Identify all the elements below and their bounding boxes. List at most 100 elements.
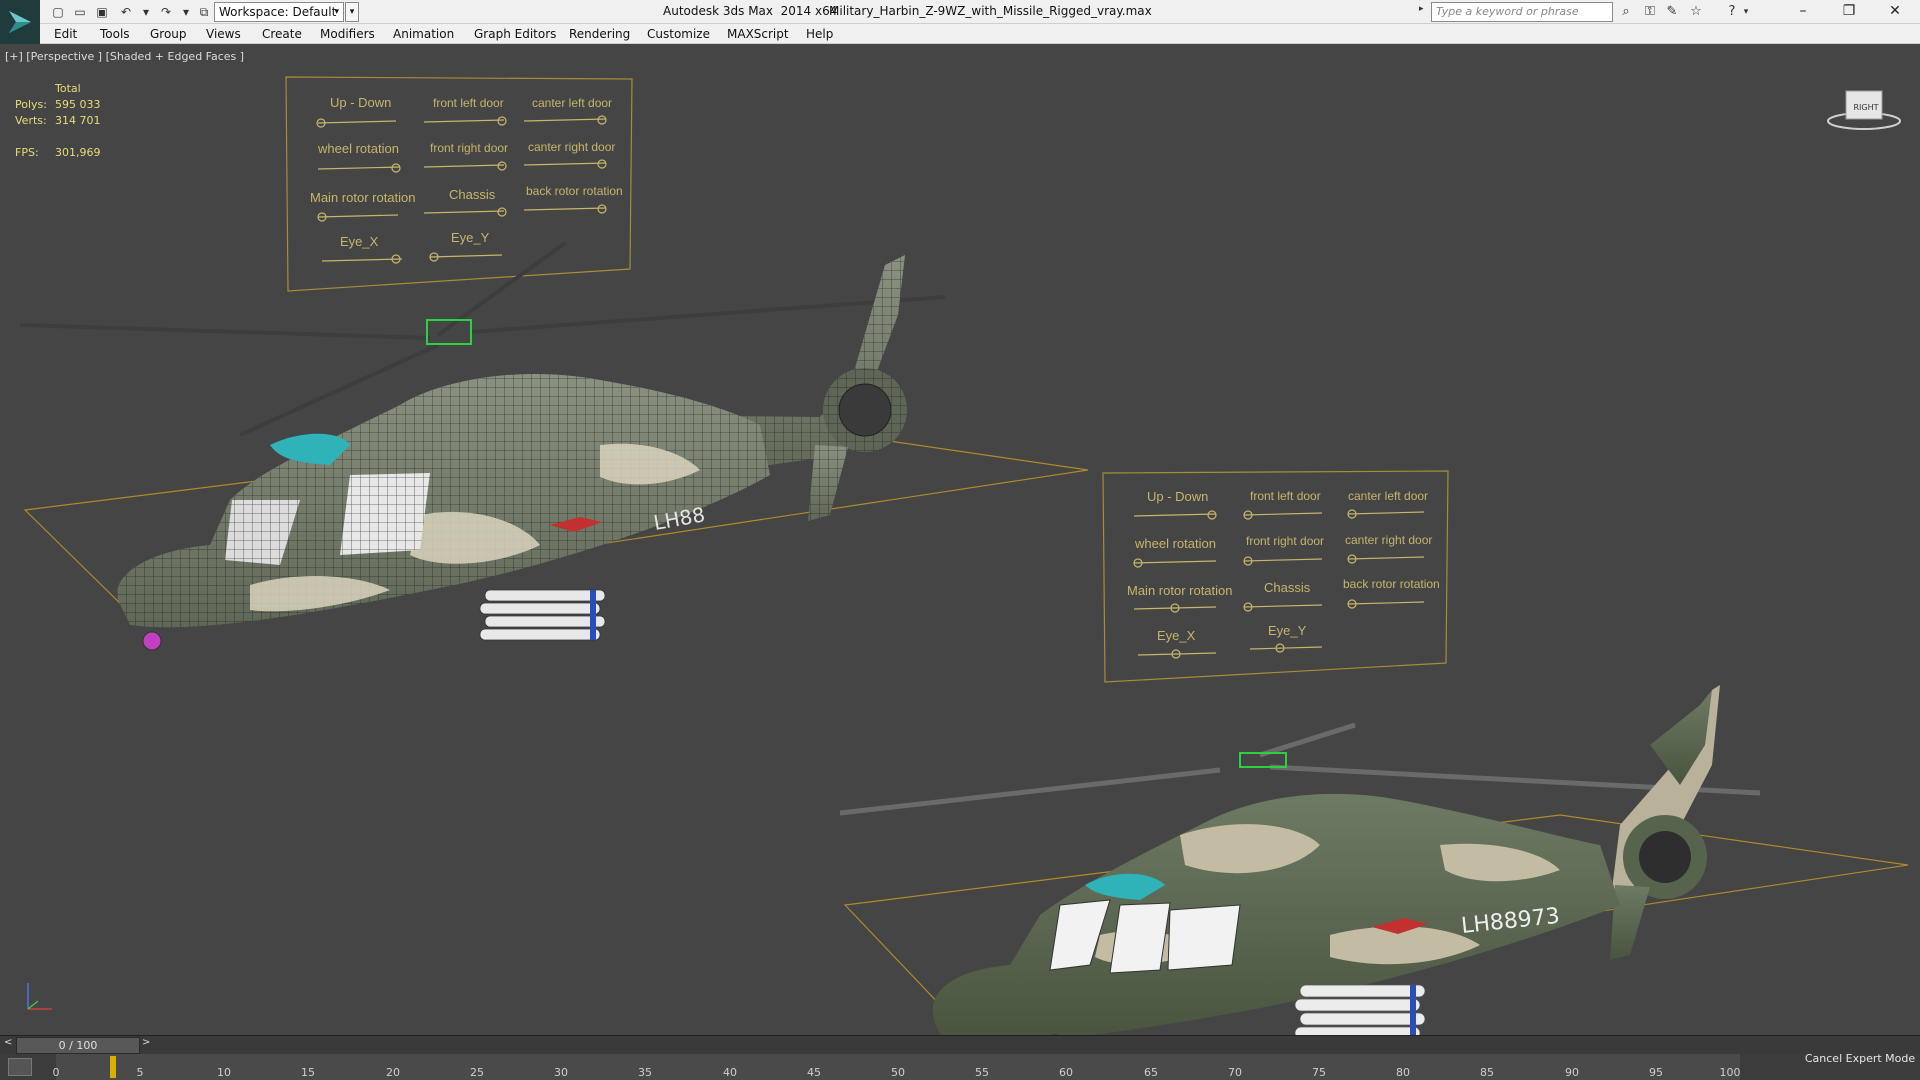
rig1-slider-eye-y[interactable]	[429, 252, 439, 262]
time-slider-thumb[interactable]: 0 / 100	[16, 1037, 140, 1054]
tick-label: 55	[975, 1066, 989, 1079]
workspace-label: Workspace: Default	[219, 5, 337, 19]
rig2-slider-chassis[interactable]	[1243, 602, 1253, 612]
menu-maxscript[interactable]: MAXScript	[727, 27, 789, 41]
rig2-slider-up-down[interactable]	[1207, 510, 1217, 520]
rig1-slider-wheel-rotation[interactable]	[391, 163, 401, 173]
undo-dropdown-icon[interactable]: ▾	[142, 5, 150, 19]
search-input[interactable]: Type a keyword or phrase	[1431, 2, 1613, 22]
rig1-slider-main-rotor-rotation[interactable]	[317, 212, 327, 222]
tick-label: 20	[386, 1066, 400, 1079]
perspective-viewport[interactable]: [+] [Perspective ] [Shaded + Edged Faces…	[0, 45, 1920, 1035]
menu-help[interactable]: Help	[806, 27, 834, 41]
menu-create[interactable]: Create	[262, 27, 302, 41]
rig1-label-canter-right-door: canter right door	[528, 140, 615, 154]
minimize-icon[interactable]: –	[1799, 3, 1807, 19]
help-icon[interactable]: ?	[1728, 4, 1736, 19]
rig1-slider-front-right-door[interactable]	[497, 161, 507, 171]
tick-label: 90	[1565, 1066, 1579, 1079]
key-icon[interactable]: ⚿	[1645, 4, 1655, 19]
menu-group[interactable]: Group	[150, 27, 187, 41]
tick-label: 65	[1144, 1066, 1158, 1079]
restore-icon[interactable]: ❐	[1842, 3, 1856, 19]
rig-panel-1[interactable]: Up - Down front left door canter left do…	[285, 76, 633, 292]
chevron-down-icon: ▾	[334, 7, 339, 17]
rig1-slider-eye-x[interactable]	[391, 254, 401, 264]
rig1-slider-canter-left-door[interactable]	[597, 115, 607, 125]
undo-icon[interactable]: ↶	[120, 5, 132, 19]
tick-label: 35	[638, 1066, 652, 1079]
stats-verts-label: Verts:	[15, 114, 47, 127]
viewcube[interactable]: RIGHT	[1826, 85, 1902, 131]
rig2-slider-wheel-rotation[interactable]	[1133, 558, 1143, 568]
save-icon[interactable]: ▣	[96, 5, 108, 19]
rig2-label-up-down: Up - Down	[1147, 489, 1208, 504]
menu-animation[interactable]: Animation	[393, 27, 455, 41]
scene-canvas[interactable]: Up - Down front left door canter left do…	[0, 45, 1920, 1035]
rig1-label-eye-x: Eye_X	[340, 234, 379, 249]
helicopter-wireframe[interactable]: LH88	[19, 241, 946, 651]
redo-dropdown-icon[interactable]: ▾	[182, 5, 190, 19]
rig1-slider-canter-right-door[interactable]	[597, 159, 607, 169]
mini-curve-editor-icon[interactable]	[8, 1058, 32, 1076]
binoculars-icon[interactable]: ⌕	[1622, 4, 1630, 19]
workspace-menu-button[interactable]: ▾	[345, 2, 359, 22]
rig1-slider-up-down[interactable]	[316, 118, 326, 128]
favorites-star-icon[interactable]: ☆	[1690, 4, 1702, 19]
project-folder-icon[interactable]: ⧉	[199, 4, 209, 19]
stats-fps-value: 301,969	[55, 146, 101, 159]
menu-tools[interactable]: Tools	[100, 27, 130, 41]
time-slider-next-icon[interactable]: >	[142, 1037, 151, 1048]
tick-label: 85	[1480, 1066, 1494, 1079]
rig2-slider-front-left-door[interactable]	[1243, 510, 1253, 520]
rig2-label-chassis: Chassis	[1264, 580, 1311, 595]
tick-label: 40	[723, 1066, 737, 1079]
rig2-slider-eye-x[interactable]	[1171, 649, 1181, 659]
viewport-statistics: Total Polys:595 033 Verts:314 701 FPS:30…	[15, 81, 101, 161]
rig1-label-back-rotor-rotation: back rotor rotation	[526, 184, 623, 198]
help-dropdown-icon[interactable]: ▾	[1743, 7, 1749, 17]
track-bar-ruler[interactable]: 0 5 10 15 20 25 30 35 40 45 50 55 60 65 …	[53, 1054, 1741, 1080]
menu-modifiers[interactable]: Modifiers	[320, 27, 375, 41]
rig2-slider-back-rotor-rotation[interactable]	[1347, 599, 1357, 609]
rig2-slider-canter-right-door[interactable]	[1347, 554, 1357, 564]
close-icon[interactable]: ✕	[1889, 3, 1901, 19]
redo-icon[interactable]: ↷	[160, 5, 172, 19]
viewport-label[interactable]: [+] [Perspective ] [Shaded + Edged Faces…	[5, 50, 245, 63]
menu-rendering[interactable]: Rendering	[569, 27, 631, 41]
rig2-slider-eye-y[interactable]	[1275, 643, 1285, 653]
rig2-label-canter-left-door: canter left door	[1348, 489, 1428, 503]
search-expand-icon[interactable]: ▸	[1419, 4, 1424, 14]
rig2-slider-main-rotor-rotation[interactable]	[1170, 603, 1180, 613]
tick-label: 45	[807, 1066, 821, 1079]
tick-label: 75	[1312, 1066, 1326, 1079]
rig1-slider-front-left-door[interactable]	[497, 116, 507, 126]
app-title: Autodesk 3ds Max 2014 x64	[663, 4, 838, 18]
menu-graph-editors[interactable]: Graph Editors	[474, 27, 557, 41]
open-file-icon[interactable]: ▭	[74, 5, 86, 19]
menu-customize[interactable]: Customize	[647, 27, 710, 41]
rig2-slider-front-right-door[interactable]	[1243, 556, 1253, 566]
rig1-slider-chassis[interactable]	[497, 207, 507, 217]
current-frame-marker[interactable]	[110, 1056, 116, 1078]
tick-label: 95	[1649, 1066, 1663, 1079]
helicopter-shaded[interactable]: LH88973	[839, 685, 1761, 1035]
new-file-icon[interactable]: ▢	[52, 5, 64, 19]
cancel-expert-mode-button[interactable]: Cancel Expert Mode	[1804, 1052, 1916, 1065]
menu-views[interactable]: Views	[206, 27, 241, 41]
subscription-icon[interactable]: ✎	[1666, 4, 1678, 19]
rig1-slider-back-rotor-rotation[interactable]	[597, 204, 607, 214]
tick-label: 10	[217, 1066, 231, 1079]
rig2-slider-canter-left-door[interactable]	[1347, 509, 1357, 519]
app-menu-logo-button[interactable]	[0, 0, 40, 44]
menu-edit[interactable]: Edit	[54, 27, 78, 41]
rig-panel-2[interactable]: Up - Down front left door canter left do…	[1102, 470, 1449, 683]
time-slider[interactable]: < 0 / 100 >	[0, 1035, 1920, 1054]
rig1-label-chassis: Chassis	[449, 187, 496, 202]
rig1-label-eye-y: Eye_Y	[451, 230, 490, 245]
time-slider-prev-icon[interactable]: <	[4, 1037, 13, 1048]
rig1-label-canter-left-door: canter left door	[532, 96, 612, 110]
workspace-dropdown[interactable]: Workspace: Default ▾	[214, 2, 344, 22]
track-bar[interactable]: 0 5 10 15 20 25 30 35 40 45 50 55 60 65 …	[0, 1054, 1920, 1080]
menu-bar: Edit Tools Group Views Create Modifiers …	[40, 24, 1920, 44]
